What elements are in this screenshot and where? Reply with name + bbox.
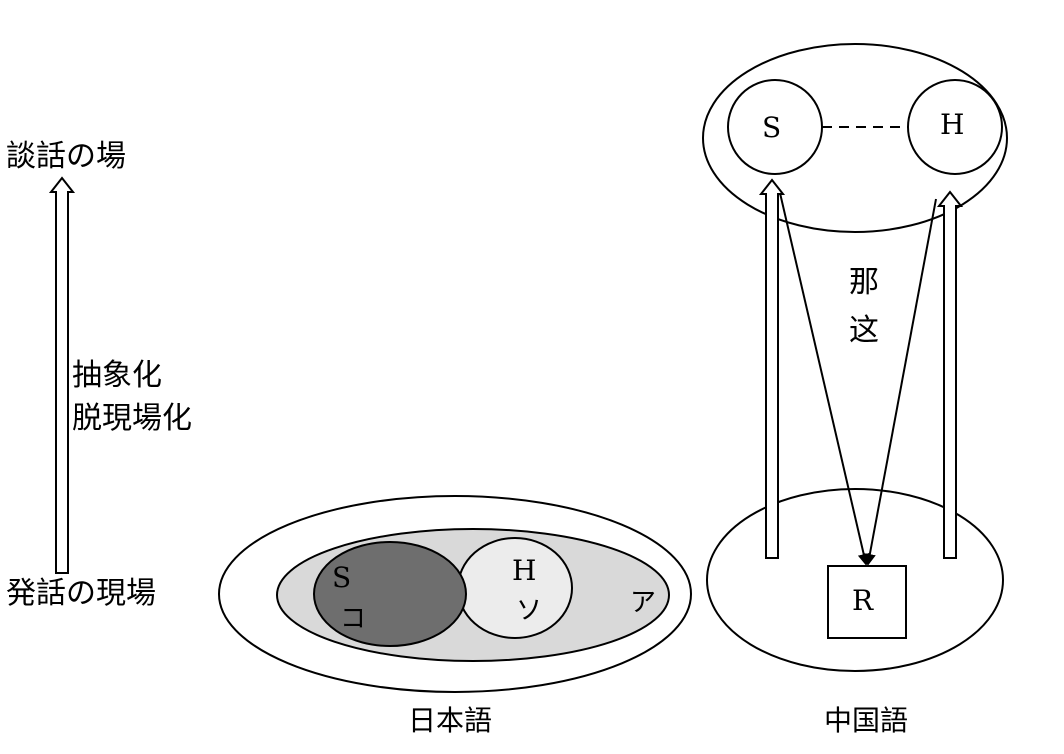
japanese-hearer-kana: ソ (516, 596, 542, 626)
chinese-speaker-letter: S (762, 111, 781, 144)
abstraction-scale: 談話の場 抽象化 脱現場化 発話の現場 (6, 139, 192, 611)
japanese-hearer-circle (457, 537, 573, 639)
utterance-site-label: 発話の現場 (6, 576, 156, 611)
decontextualization-label: 脱現場化 (72, 401, 192, 436)
chinese-caption: 中国語 (824, 704, 908, 737)
hearer-to-referent-line (863, 198, 937, 566)
abstraction-arrow (48, 176, 76, 574)
abstraction-label: 抽象化 (72, 358, 162, 393)
japanese-speaker-kana: コ (340, 604, 366, 634)
referent-box (827, 565, 907, 639)
near-demonstrative: 这 (849, 313, 879, 348)
far-demonstrative: 那 (849, 265, 879, 300)
japanese-caption: 日本語 (408, 704, 492, 737)
speaker-rise-arrow (758, 178, 786, 559)
speaker-to-referent-line (779, 192, 870, 566)
hearer-rise-arrow (936, 190, 964, 559)
referent-letter: R (852, 584, 874, 617)
japanese-speaker-circle (313, 541, 467, 647)
chinese-diagram: S H R 那 这 中国語 (702, 43, 1008, 737)
discourse-field-label: 談話の場 (6, 139, 126, 174)
chinese-hearer-letter: H (940, 108, 964, 141)
japanese-hearer-letter: H (512, 554, 536, 587)
japanese-outer-kana: ア (630, 588, 656, 618)
japanese-speaker-letter: S (332, 561, 351, 594)
japanese-diagram: S コ H ソ ア 日本語 (218, 495, 692, 737)
